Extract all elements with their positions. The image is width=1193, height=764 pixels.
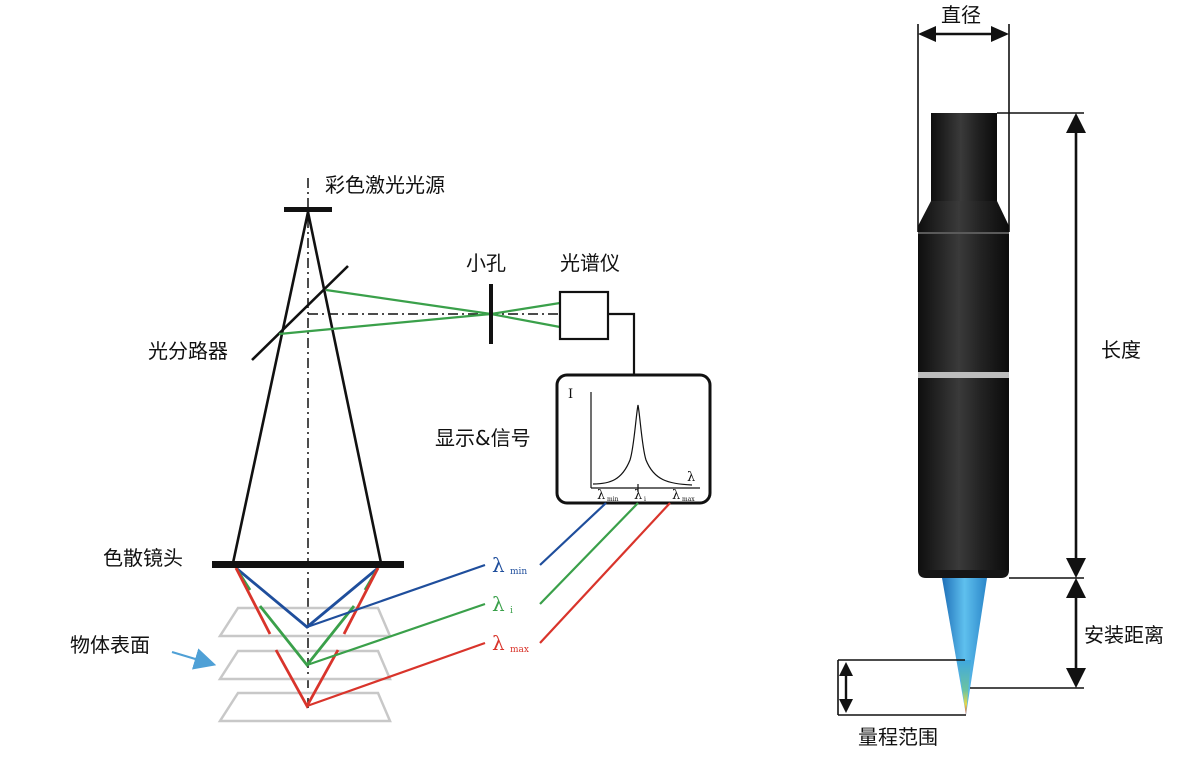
length-arrow-top <box>1066 113 1086 133</box>
blue-signal-line <box>539 502 607 566</box>
beam-splitter-label: 光分路器 <box>148 339 228 363</box>
diameter-arrow-right <box>991 26 1009 42</box>
green-beam-lower <box>278 312 492 336</box>
graph-tick-lambda-max-symbol: λ <box>672 488 680 503</box>
sensor-ring <box>918 372 1009 378</box>
sensor-main-body <box>918 226 1009 570</box>
range-arrow-top <box>839 662 853 676</box>
surface-plane-middle <box>217 649 392 681</box>
sensor-body <box>918 113 1009 578</box>
spectrum-peak-curve <box>592 404 693 486</box>
lambda-min-symbol: λ <box>492 553 505 577</box>
blue-leader-line <box>306 563 486 629</box>
graph-x-symbol: λ <box>687 470 695 485</box>
dispersive-lens-bar <box>212 561 404 568</box>
lambda-i-sub: i <box>510 606 513 616</box>
graph-y-symbol: I <box>568 387 573 402</box>
pinhole-label: 小孔 <box>466 251 506 275</box>
red-focus-rays-c <box>342 567 380 635</box>
install-arrow-bottom <box>1066 668 1086 688</box>
surface-plane-upper <box>217 606 392 638</box>
lambda-min-sub: min <box>510 567 527 577</box>
lambda-max-symbol: λ <box>492 631 505 655</box>
red-signal-line <box>539 502 671 644</box>
cone-right-edge <box>306 211 383 564</box>
blue-focus-rays <box>235 566 379 629</box>
green-leader-line <box>306 602 486 667</box>
sensor-shoulder <box>918 201 1009 226</box>
red-leader-line <box>306 641 486 708</box>
surface-plane-lower <box>217 691 392 723</box>
lambda-min-label: λ min <box>492 553 527 577</box>
right-sensor-diagram: 直径 长度 安装距离 量程范围 <box>837 3 1164 749</box>
lambda-i-symbol: λ <box>492 592 505 616</box>
object-surface-label: 物体表面 <box>70 633 150 657</box>
lambda-i-label: λ i <box>492 592 513 616</box>
graph-tick-lambda-min-symbol: λ <box>597 488 605 503</box>
light-cone <box>942 578 987 715</box>
graph-tick-lambda-max: λ max <box>672 488 695 503</box>
graph-tick-lambda-max-sub: max <box>682 496 695 503</box>
left-optical-diagram: I λ λ min λ i λ max <box>70 173 712 723</box>
green-beam-upper <box>325 288 492 316</box>
install-distance-label: 安装距离 <box>1084 623 1164 647</box>
diameter-arrow-left <box>918 26 936 42</box>
sensor-band <box>918 232 1009 234</box>
measuring-range-label: 量程范围 <box>858 725 938 749</box>
cone-left-edge <box>231 211 310 564</box>
diameter-label: 直径 <box>941 3 981 27</box>
beam-splitter <box>251 265 349 361</box>
range-arrow-bottom <box>839 699 853 713</box>
graph-tick-lambda-min-sub: min <box>607 496 619 503</box>
install-arrow-top <box>1066 578 1086 598</box>
graph-tick-lambda-i-symbol: λ <box>634 488 642 503</box>
display-signal-label: 显示&信号 <box>435 426 531 450</box>
lambda-max-label: λ max <box>492 631 529 655</box>
graph-tick-lambda-min: λ min <box>597 488 619 503</box>
pinhole-plate <box>489 284 493 344</box>
spectrometer-box <box>558 290 610 341</box>
lambda-max-sub: max <box>510 645 529 655</box>
green-beam-out-upper <box>490 301 561 316</box>
graph-tick-lambda-i-sub: i <box>644 496 646 503</box>
sensor-bottom <box>918 570 1009 578</box>
sensor-top-cap <box>931 113 997 201</box>
red-focus-rays-a <box>234 567 272 635</box>
green-beam-out-lower <box>490 312 561 329</box>
object-surface-pointer-arrow <box>171 648 217 670</box>
light-source-bar <box>284 207 332 212</box>
spectrometer-label: 光谱仪 <box>560 251 620 275</box>
light-source-label: 彩色激光光源 <box>325 173 445 197</box>
length-arrow-bottom <box>1066 558 1086 578</box>
spectrometer-cable <box>608 312 636 375</box>
light-cone-tip <box>958 660 971 715</box>
graph-tick-lambda-i: λ i <box>634 488 646 503</box>
green-signal-line <box>539 502 639 605</box>
dispersive-lens-label: 色散镜头 <box>103 546 183 570</box>
length-label: 长度 <box>1101 338 1141 362</box>
